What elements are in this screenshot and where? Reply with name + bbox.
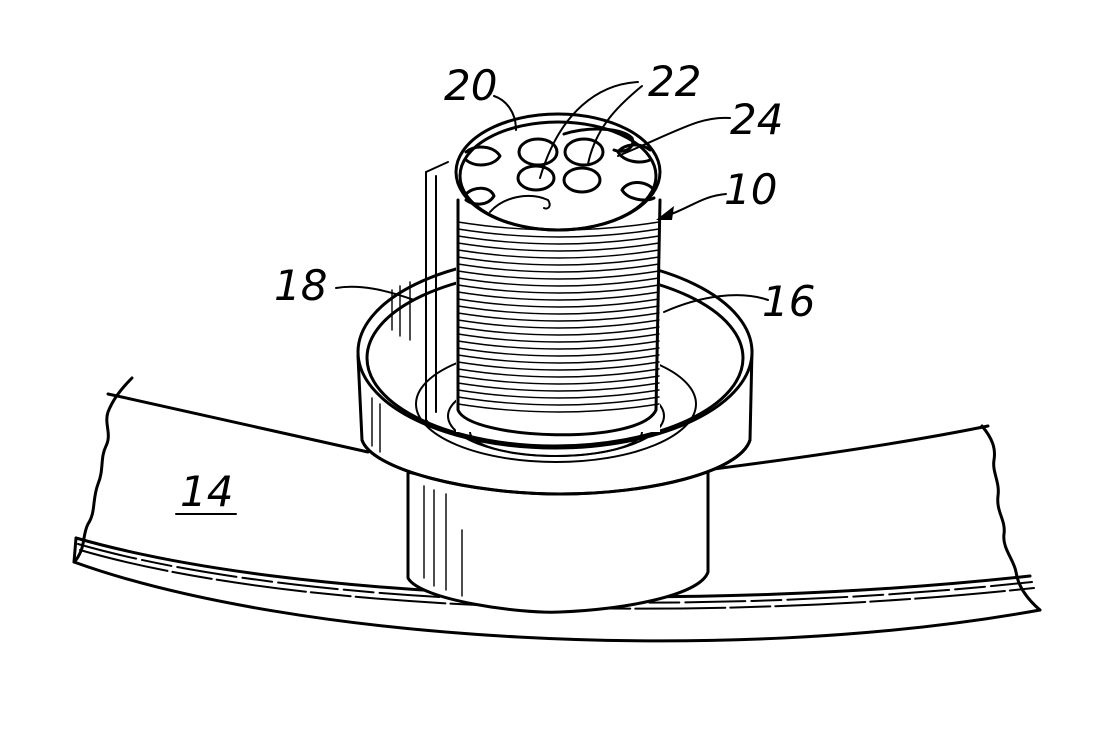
threaded-body xyxy=(456,198,660,435)
label-22: 22 xyxy=(648,57,701,106)
label-10: 10 xyxy=(724,165,777,214)
label-18: 20 xyxy=(444,61,497,110)
label-16: 16 xyxy=(762,277,815,326)
top-face xyxy=(456,114,660,230)
label-20: 24 xyxy=(730,95,783,144)
label-24: 18 xyxy=(274,261,327,310)
label-14: 14 xyxy=(180,467,233,516)
